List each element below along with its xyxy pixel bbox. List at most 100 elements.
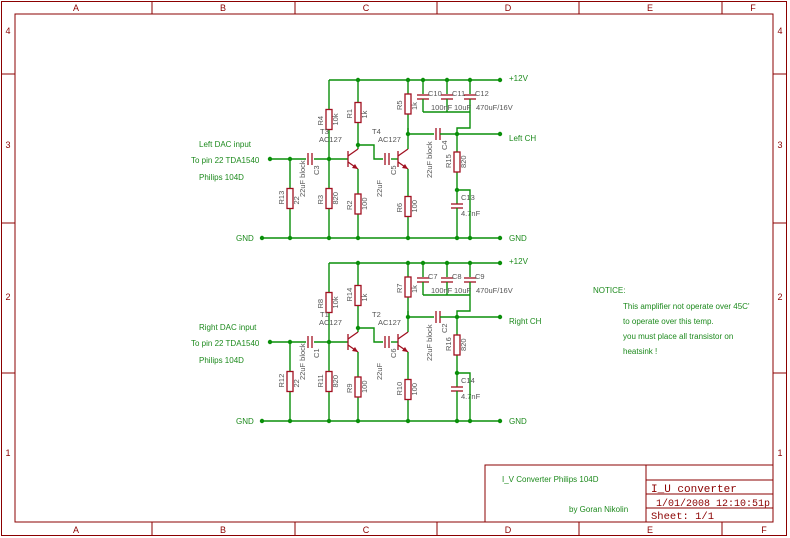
junction-dot bbox=[497, 131, 503, 137]
transistor-2-arrow bbox=[402, 347, 408, 352]
junction-dot bbox=[405, 260, 411, 266]
transistor-2-collector-leg bbox=[397, 331, 409, 340]
vcc-label: +12V bbox=[509, 257, 529, 266]
collector-1-resistor-resistor bbox=[354, 284, 362, 307]
emitter-1-resistor-value: 100 bbox=[360, 197, 369, 210]
emitter-1-resistor-value: 100 bbox=[360, 380, 369, 393]
title-block-name: I_U converter bbox=[651, 484, 737, 496]
junction-dot bbox=[287, 418, 293, 424]
junction-dot bbox=[497, 235, 503, 241]
decoupling-capacitor-3-ref: C12 bbox=[475, 89, 489, 98]
output-filter-resistor-resistor bbox=[453, 334, 461, 356]
row-label-3-right: 3 bbox=[777, 140, 782, 150]
row-label-2-right: 2 bbox=[777, 292, 782, 302]
coupling-capacitor-ref: C5 bbox=[389, 165, 398, 175]
decoupling-capacitor-1-value: 100nF bbox=[431, 286, 453, 295]
decoupling-capacitor-2-value: 10uF bbox=[454, 103, 472, 112]
junction-dot bbox=[467, 418, 473, 424]
junction-dot bbox=[355, 235, 361, 241]
collector-2-resistor-ref: R7 bbox=[395, 283, 404, 293]
bias-top-resistor-resistor bbox=[325, 108, 333, 131]
junction-dot bbox=[355, 260, 361, 266]
output-filter-capacitor-ref: C14 bbox=[461, 376, 475, 385]
decoupling-capacitor-3-ref: C9 bbox=[475, 272, 485, 281]
col-label-f: F bbox=[750, 3, 756, 13]
junction-dot bbox=[454, 235, 460, 241]
junction-dot bbox=[405, 77, 411, 83]
bias-bottom-resistor-resistor bbox=[325, 187, 333, 210]
notice-line-4: heatsink ! bbox=[623, 347, 657, 356]
decoupling-capacitor-2-value: 10uF bbox=[454, 286, 472, 295]
emitter-2-resistor-resistor bbox=[404, 195, 412, 218]
input-capacitor-ref: C3 bbox=[312, 165, 321, 175]
emitter-1-resistor-resistor bbox=[354, 376, 362, 398]
emitter-2-resistor-ref: R6 bbox=[395, 203, 404, 213]
decoupling-capacitor-1-ref: C10 bbox=[428, 89, 442, 98]
input-capacitor-value: 22uF block bbox=[298, 160, 307, 197]
junction-dot bbox=[420, 260, 426, 266]
gnd-label-left: GND bbox=[236, 234, 254, 243]
decoupling-capacitor-3-value: 470uF/16V bbox=[476, 286, 513, 295]
input-device-label: Philips 104D bbox=[199, 173, 244, 182]
junction-dot bbox=[444, 77, 450, 83]
input-resistor-value: 22 bbox=[292, 379, 301, 387]
bias-top-resistor-value: 10k bbox=[331, 113, 340, 125]
col-label-b-bottom: B bbox=[220, 525, 226, 535]
col-label-b: B bbox=[220, 3, 226, 13]
row-label-1: 1 bbox=[5, 448, 10, 458]
notice-title: NOTICE: bbox=[593, 286, 625, 295]
junction-dot bbox=[405, 131, 411, 137]
emitter-2-resistor-resistor bbox=[404, 378, 412, 401]
bias-top-resistor-resistor bbox=[325, 291, 333, 314]
junction-dot bbox=[467, 260, 473, 266]
bias-bottom-resistor-ref: R11 bbox=[316, 374, 325, 387]
title-block-project: I_V Converter Philips 104D bbox=[502, 475, 599, 484]
coupling-wire bbox=[358, 327, 383, 343]
collector-2-resistor-resistor bbox=[404, 93, 412, 115]
input-pin-label: To pin 22 TDA1540 bbox=[191, 156, 260, 165]
junction-dot bbox=[405, 235, 411, 241]
collector-1-resistor-resistor bbox=[354, 101, 362, 124]
output-wire bbox=[407, 311, 434, 318]
coupling-capacitor-value: 22uF bbox=[375, 179, 384, 197]
transistor-1-type: AC127 bbox=[319, 318, 342, 327]
title-block: I_V Converter Philips 104D by Goran Niko… bbox=[484, 464, 774, 523]
junction-dot bbox=[355, 142, 361, 148]
transistor-1-collector-leg bbox=[347, 148, 359, 157]
bias-top-resistor-ref: R4 bbox=[316, 116, 325, 126]
row-label-1-right: 1 bbox=[777, 448, 782, 458]
output-label: Left CH bbox=[509, 134, 536, 143]
output-label: Right CH bbox=[509, 317, 542, 326]
junction-dot bbox=[497, 260, 503, 266]
output-filter-capacitor-value: 4.7nF bbox=[461, 392, 481, 401]
output-filter-capacitor-ref: C13 bbox=[461, 193, 475, 202]
junction-dot bbox=[259, 418, 265, 424]
col-label-e: E bbox=[647, 3, 653, 13]
col-label-a: A bbox=[73, 3, 79, 13]
collector-2-resistor-ref: R5 bbox=[395, 100, 404, 110]
decoupling-capacitor-3-value: 470uF/16V bbox=[476, 103, 513, 112]
output-filter-resistor-resistor bbox=[453, 151, 461, 173]
collector-1-resistor-ref: R14 bbox=[345, 288, 354, 302]
col-label-d: D bbox=[505, 3, 512, 13]
collector-2-resistor-resistor bbox=[404, 276, 412, 298]
output-capacitor-value: 22uF block bbox=[425, 141, 434, 178]
input-capacitor-ref: C1 bbox=[312, 348, 321, 358]
transistor-2-arrow bbox=[402, 164, 408, 169]
transistor-2-type: AC127 bbox=[378, 135, 401, 144]
input-pin-label: To pin 22 TDA1540 bbox=[191, 339, 260, 348]
row-label-2: 2 bbox=[5, 292, 10, 302]
output-filter-resistor-value: 820 bbox=[459, 155, 468, 168]
collector-2-resistor-value: 1k bbox=[410, 285, 419, 293]
wire bbox=[456, 112, 471, 134]
vcc-label: +12V bbox=[509, 74, 529, 83]
decoupling-capacitor-1-ref: C7 bbox=[428, 272, 438, 281]
collector-2-resistor-value: 1k bbox=[410, 102, 419, 110]
wire bbox=[456, 295, 471, 317]
junction-dot bbox=[467, 235, 473, 241]
gnd-label-left: GND bbox=[236, 417, 254, 426]
junction-dot bbox=[497, 314, 503, 320]
coupling-capacitor-ref: C6 bbox=[389, 348, 398, 358]
decoupling-capacitor-2-ref: C8 bbox=[452, 272, 462, 281]
